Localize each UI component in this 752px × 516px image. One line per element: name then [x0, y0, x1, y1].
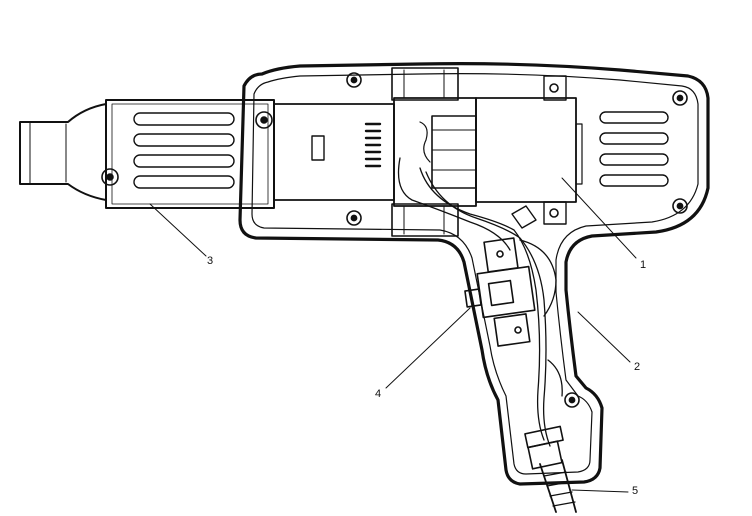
screw-boss-icon — [106, 173, 114, 181]
leader-line-3 — [149, 203, 207, 257]
cord-clamp — [524, 425, 564, 470]
shroud-inner — [111, 103, 269, 205]
screw-boss-icon — [346, 72, 362, 88]
vent-slot-icon — [133, 112, 235, 126]
leader-lines — [149, 177, 637, 493]
screw-boss-icon — [564, 392, 580, 408]
callout-4: 4 — [375, 388, 382, 400]
screw-boss-icon — [255, 111, 273, 129]
leader-line-5 — [571, 489, 629, 493]
nozzle-ring — [29, 121, 67, 185]
motor-coil — [431, 115, 477, 189]
vent-slot-icon — [599, 174, 669, 187]
nozzle — [19, 103, 107, 201]
heater-label-slot — [311, 135, 325, 161]
callout-5: 5 — [632, 485, 639, 497]
fan-housing-side — [575, 123, 583, 185]
vent-slot-icon — [133, 133, 235, 147]
screw-boss-icon — [101, 168, 119, 186]
screw-boss-icon — [549, 208, 559, 218]
motor-terminal — [419, 121, 431, 163]
screw-boss-icon — [672, 90, 688, 106]
cord-icon — [539, 459, 577, 513]
screw-boss-icon — [549, 83, 559, 93]
vent-slot-icon — [133, 175, 235, 189]
wire-connector — [511, 205, 537, 229]
motor-frame — [393, 97, 477, 207]
housing-screws — [346, 72, 688, 408]
callout-3: 3 — [207, 255, 214, 267]
vent-slot-icon — [599, 132, 669, 145]
leader-line-1 — [561, 177, 637, 259]
heating-shroud — [105, 99, 275, 209]
vent-slot-icon — [133, 154, 235, 168]
leader-line-4 — [385, 307, 471, 389]
shroud-vents — [133, 112, 235, 189]
motor-bracket-bottom — [391, 203, 459, 237]
heater-ribs — [364, 122, 382, 168]
motor-coil-windings — [431, 129, 477, 171]
callout-1: 1 — [640, 259, 647, 271]
vent-slot-icon — [599, 111, 669, 124]
motor-bracket-top — [391, 67, 459, 101]
leader-line-2 — [577, 311, 631, 363]
rear-vents — [599, 111, 669, 187]
switch-icon — [464, 237, 536, 347]
fan-housing — [475, 97, 577, 203]
fan-housing-tab — [543, 75, 567, 101]
internal-wiring — [397, 157, 563, 447]
screw-boss-icon — [260, 116, 268, 124]
screw-boss-icon — [672, 198, 688, 214]
fan-housing-tab — [543, 201, 567, 225]
callout-2: 2 — [634, 361, 641, 373]
screw-boss-icon — [346, 210, 362, 226]
housing-outline — [238, 62, 710, 486]
vent-slot-icon — [599, 153, 669, 166]
